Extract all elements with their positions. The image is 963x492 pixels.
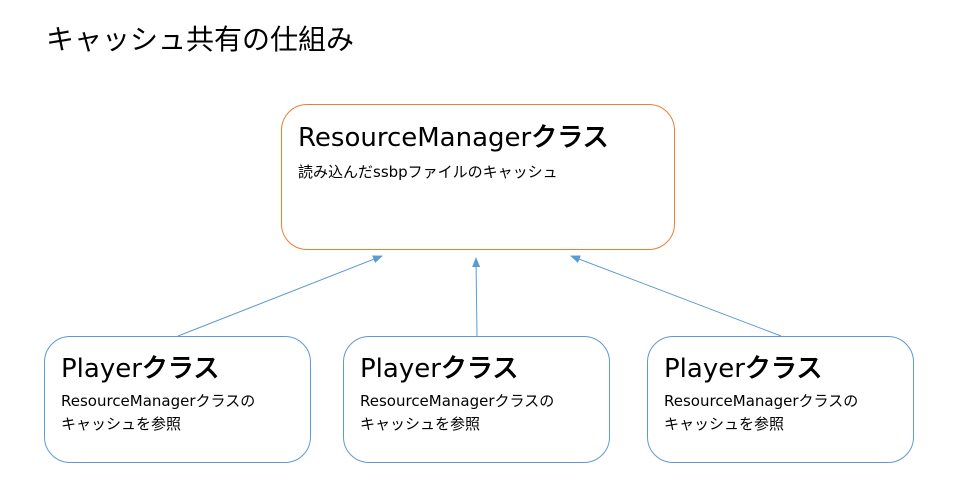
player-1-description-line2: キャッシュを参照 xyxy=(61,415,182,433)
player-box-3: Playerクラス ResourceManagerクラスの キャッシュを参照 xyxy=(647,336,914,463)
player-1-class-suffix: クラス xyxy=(141,354,220,384)
resource-manager-class-suffix: クラス xyxy=(531,123,609,153)
player-1-description: ResourceManagerクラスの キャッシュを参照 xyxy=(61,390,255,436)
arrow-player-1-to-manager xyxy=(177,255,383,337)
page-title: キャッシュ共有の仕組み xyxy=(46,23,355,56)
player-2-description-line2: キャッシュを参照 xyxy=(360,415,481,433)
player-2-description: ResourceManagerクラスの キャッシュを参照 xyxy=(360,390,554,436)
player-3-description-line1: ResourceManagerクラスの xyxy=(664,392,859,410)
arrow-player-2-to-manager xyxy=(472,257,481,337)
player-1-name: Player xyxy=(61,354,142,384)
player-3-description-line2: キャッシュを参照 xyxy=(664,415,785,433)
player-2-name: Player xyxy=(360,354,441,384)
resource-manager-box: ResourceManagerクラス 読み込んだssbpファイルのキャッシュ xyxy=(281,104,675,250)
player-3-title: Playerクラス xyxy=(664,352,822,386)
resource-manager-description: 読み込んだssbpファイルのキャッシュ xyxy=(298,161,558,184)
player-2-title: Playerクラス xyxy=(360,352,518,386)
resource-manager-description-text: 読み込んだssbpファイルのキャッシュ xyxy=(298,163,558,181)
player-2-class-suffix: クラス xyxy=(440,354,519,384)
player-3-description: ResourceManagerクラスの キャッシュを参照 xyxy=(664,390,858,436)
player-3-name: Player xyxy=(664,354,745,384)
player-box-1: Playerクラス ResourceManagerクラスの キャッシュを参照 xyxy=(44,336,311,463)
resource-manager-name: ResourceManager xyxy=(298,123,532,153)
player-box-2: Playerクラス ResourceManagerクラスの キャッシュを参照 xyxy=(343,336,610,463)
player-3-class-suffix: クラス xyxy=(744,354,823,384)
arrow-player-3-to-manager xyxy=(570,255,782,337)
player-1-description-line1: ResourceManagerクラスの xyxy=(61,392,256,410)
player-2-description-line1: ResourceManagerクラスの xyxy=(360,392,555,410)
resource-manager-title: ResourceManagerクラス xyxy=(298,121,609,155)
player-1-title: Playerクラス xyxy=(61,352,219,386)
